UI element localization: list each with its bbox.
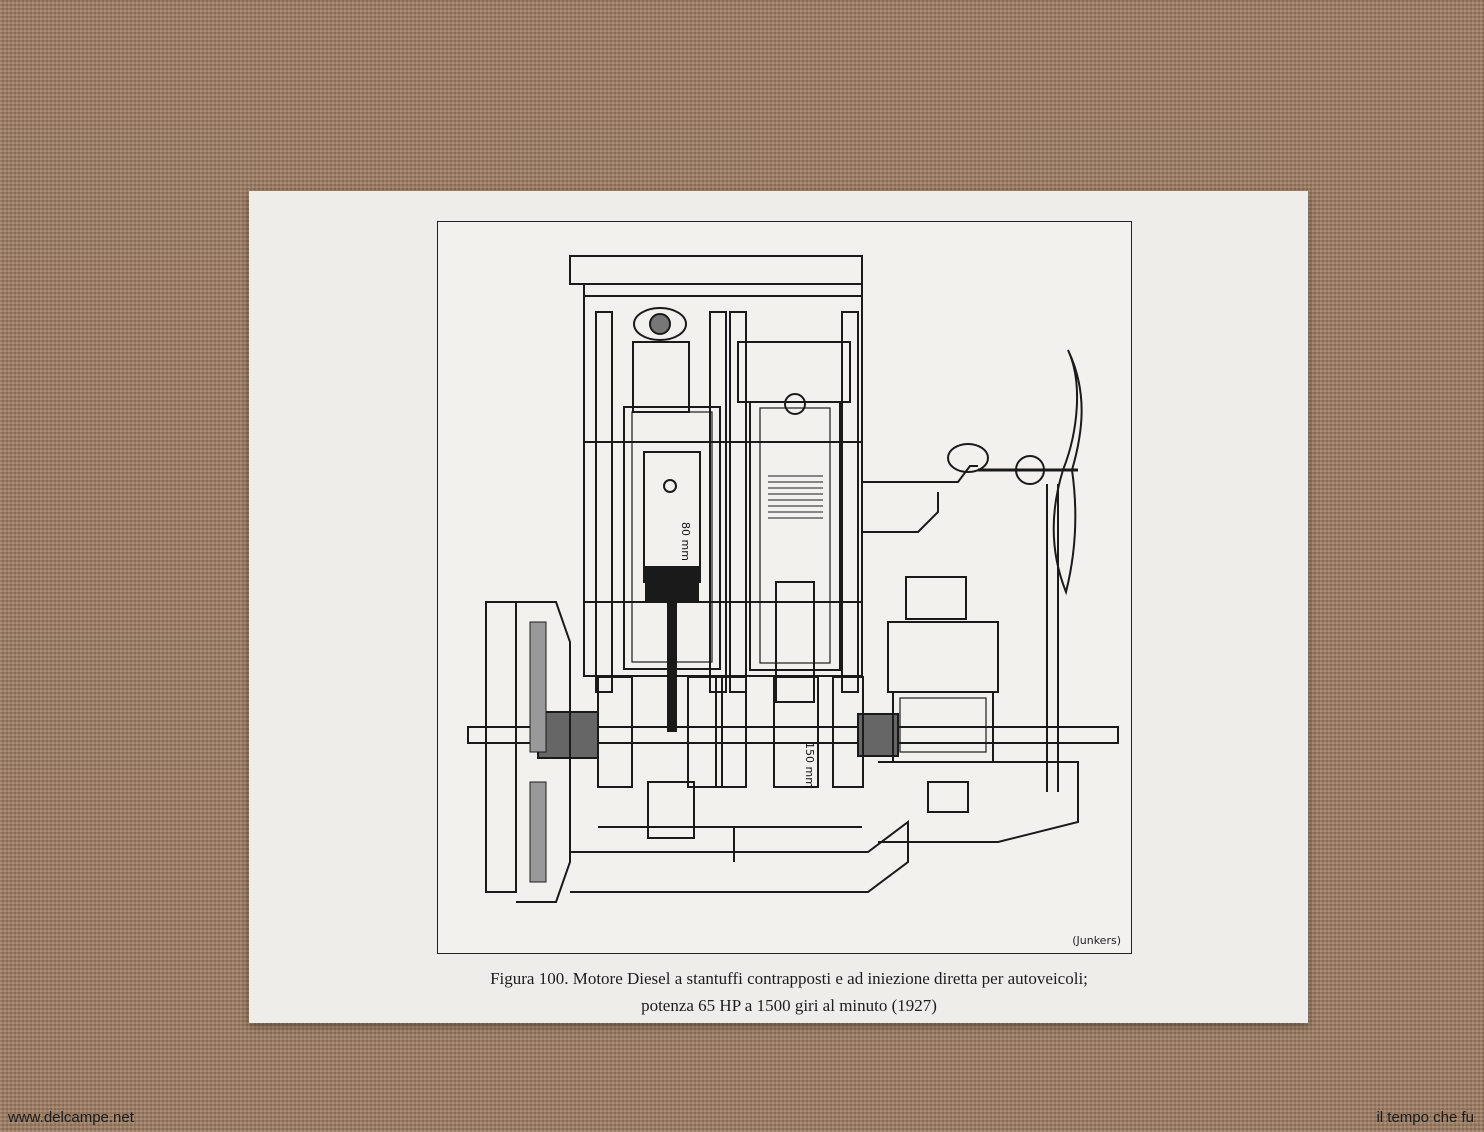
stroke-dimension-label: 150 mm [803, 742, 816, 788]
print-card: 80 mm 150 mm (Junkers) Figura 100. Motor… [249, 191, 1308, 1023]
watermark-right: il tempo che fu [1376, 1109, 1474, 1126]
bore-dimension-label: 80 mm [679, 522, 692, 561]
figure-caption-line-1: Figura 100. Motore Diesel a stantuffi co… [490, 969, 1088, 988]
watermark-left: www.delcampe.net [8, 1109, 134, 1126]
drawing-credit: (Junkers) [1072, 934, 1121, 947]
figure-caption-line-2: potenza 65 HP a 1500 giri al minuto (192… [641, 996, 937, 1015]
engine-cutaway-drawing: 80 mm 150 mm [467, 255, 1119, 903]
engine-drawing-frame: 80 mm 150 mm (Junkers) [437, 221, 1132, 954]
